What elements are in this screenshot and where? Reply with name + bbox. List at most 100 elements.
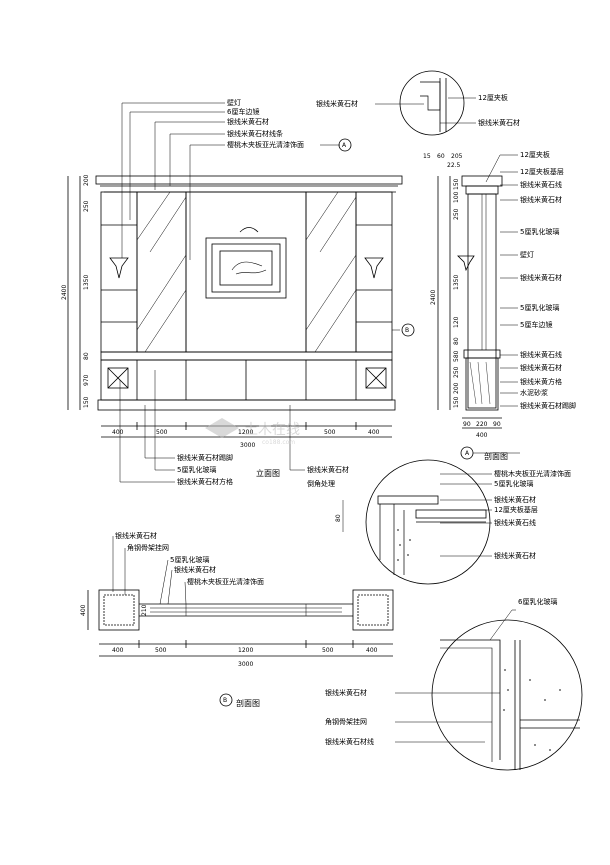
frame-crest: [239, 227, 259, 233]
sb-dim-210: 210: [141, 604, 148, 616]
sa-dim-150a: 150: [453, 178, 460, 190]
sb-bdim-400a: 400: [112, 647, 124, 654]
base-cabinet: [100, 359, 393, 401]
dim-bottom-400a: 400: [112, 429, 124, 436]
sa-dim-1350: 1350: [453, 275, 460, 290]
sa-top-dim-60: 60: [437, 153, 445, 160]
left-column: [100, 191, 138, 353]
dim-bottom-1200: 1200: [238, 429, 253, 436]
cornice: [95, 175, 403, 185]
dim-left-1350: 1350: [83, 275, 90, 290]
callout-stone-right: 银线米黄石材: [307, 465, 349, 474]
sa-label-1: 12厘夹板基层: [520, 167, 564, 176]
sa-detail-label-1: 银线米黄石材: [316, 99, 358, 108]
dm-dim-80: 80: [335, 514, 342, 522]
sb-bdim-total: 3000: [238, 661, 253, 668]
sa-dim-150b: 150: [453, 396, 460, 408]
sa-dim-200: 200: [453, 382, 460, 394]
sa-label-3: 银线米黄石材: [520, 195, 562, 204]
sa-label-0: 12厘夹板: [520, 150, 550, 159]
sb-bdim-1200: 1200: [238, 647, 253, 654]
sa-label-10: 银线米黄石材: [520, 363, 562, 372]
callout-lamp: 壁灯: [227, 98, 241, 107]
sb-dim-400: 400: [80, 604, 87, 616]
sa-dim-580: 580: [453, 350, 460, 362]
wood-panel: [185, 191, 307, 353]
callout-stone-grid: 银线米黄石材方格: [177, 477, 233, 486]
marker-b-label: B: [405, 327, 409, 334]
callout-stone: 银线米黄石材: [227, 117, 269, 126]
section-a-title: 剖面图: [484, 451, 508, 461]
sa-label-11: 银线米黄方格: [520, 377, 562, 386]
sa-dim-120: 120: [453, 316, 460, 328]
dim-left-80: 80: [83, 352, 90, 360]
sb-bdim-500b: 500: [322, 647, 334, 654]
sb-label-3: 银线米黄石材: [174, 565, 216, 574]
sb-label-4: 樱桃木夹板亚光清漆饰面: [187, 577, 264, 586]
section-b-text: 银线米黄石材 角钢骨架挂网 5厘乳化玻璃 银线米黄石材 樱桃木夹板亚光清漆饰面 …: [80, 531, 378, 708]
detail-mid-text: 樱桃木夹板亚光清漆饰面 5厘乳化玻璃 银线米黄石材 12厘夹板基层 银线米黄石线…: [335, 469, 571, 560]
sa-label-6: 银线米黄石材: [520, 273, 562, 282]
section-a-text: 银线米黄石材 12厘夹板 银线米黄石材 15 60 205 22.5 12厘夹板…: [316, 93, 576, 461]
dim-bottom-400b: 400: [368, 429, 380, 436]
sa-dim-80: 80: [453, 337, 460, 345]
detail-bottom-text: 6厘乳化玻璃 银线米黄石材 角钢骨架挂网 银线米黄石材线: [325, 597, 557, 746]
db-label-2: 银线米黄石材线: [325, 737, 374, 746]
detail-bottom-view: [395, 609, 583, 771]
sa-label-5: 壁灯: [520, 250, 534, 259]
sb-bdim-400b: 400: [366, 647, 378, 654]
section-a-view: [375, 70, 520, 460]
sa-label-12: 水泥砂浆: [520, 388, 548, 397]
sa-label-8: 5厘车边镜: [520, 320, 552, 329]
wall-lamp-right: [364, 257, 384, 279]
dm-label-5: 银线米黄石材: [494, 551, 536, 560]
elevation-title: 立面图: [256, 468, 280, 478]
callout-chamfer: 倒角处理: [307, 479, 335, 488]
detail-circle-bottom: [431, 619, 583, 771]
sa-dim-100: 100: [453, 191, 460, 203]
skirting: [97, 399, 396, 411]
sa-detail-label-2: 12厘夹板: [478, 93, 508, 102]
marker-b-section: [219, 693, 233, 707]
dm-label-2: 银线米黄石材: [494, 495, 536, 504]
sa-bdim-220: 220: [476, 421, 488, 428]
sa-bdim-90b: 90: [493, 421, 501, 428]
dim-bottom-500b: 500: [324, 429, 336, 436]
dim-left-2400: 2400: [61, 285, 68, 300]
sa-detail-label-3: 银线米黄石材: [478, 118, 520, 127]
sb-label-0: 银线米黄石材: [115, 531, 157, 540]
watermark: 土木在线 co188.com: [205, 418, 300, 446]
callout-stone-strip: 银线米黄石材线条: [227, 129, 283, 138]
dm-label-1: 5厘乳化玻璃: [494, 479, 533, 488]
detail-circle-top: [399, 70, 465, 136]
dim-left-150: 150: [83, 396, 90, 408]
marker-a-label: A: [342, 142, 347, 149]
right-column: [355, 191, 393, 353]
sa-bdim-90a: 90: [463, 421, 471, 428]
sa-label-13: 银线米黄石材踢脚: [520, 401, 576, 410]
section-lamp: [457, 255, 475, 272]
picture-frame: [205, 237, 287, 299]
sa-marker-label: A: [465, 450, 470, 457]
dim-left-970: 970: [83, 374, 90, 386]
callout-skirting: 银线米黄石材踢脚: [177, 453, 233, 462]
sa-dim-250a: 250: [453, 208, 460, 220]
dim-bottom-total: 3000: [240, 442, 255, 449]
watermark-text: 土木在线: [244, 422, 300, 438]
callout-glass: 5厘乳化玻璃: [177, 465, 216, 474]
marker-b-elevation: [401, 323, 415, 337]
dm-label-0: 樱桃木夹板亚光清漆饰面: [494, 469, 571, 478]
elevation-view: [67, 102, 415, 483]
sb-label-1: 角钢骨架挂网: [127, 543, 169, 552]
dim-left-250: 250: [83, 200, 90, 212]
sa-top-dim-205: 205: [451, 153, 463, 160]
sa-label-9: 银线米黄石线: [520, 350, 562, 359]
sa-label-2: 银线米黄石线: [520, 180, 562, 189]
elevation-text: 壁灯 6厘车边镜 银线米黄石材 银线米黄石材线条 樱桃木夹板亚光清漆饰面 A B…: [61, 98, 409, 488]
db-top-label: 6厘乳化玻璃: [518, 597, 557, 606]
sb-bdim-500a: 500: [155, 647, 167, 654]
callout-mirror: 6厘车边镜: [227, 107, 259, 116]
section-base: [465, 357, 499, 411]
